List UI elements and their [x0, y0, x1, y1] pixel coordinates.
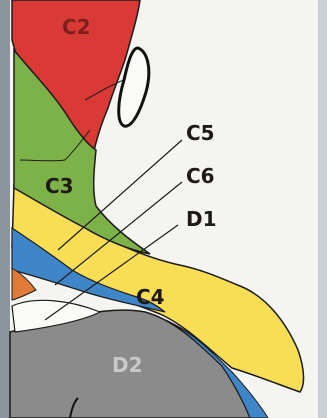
label-c6: C6	[186, 164, 215, 188]
label-c3: C3	[45, 174, 74, 198]
label-c4: C4	[136, 285, 165, 309]
label-d2: D2	[112, 353, 143, 377]
paper-right-edge	[318, 0, 327, 418]
label-d1: D1	[186, 207, 217, 231]
label-c5: C5	[186, 121, 215, 145]
label-c2: C2	[62, 15, 91, 39]
